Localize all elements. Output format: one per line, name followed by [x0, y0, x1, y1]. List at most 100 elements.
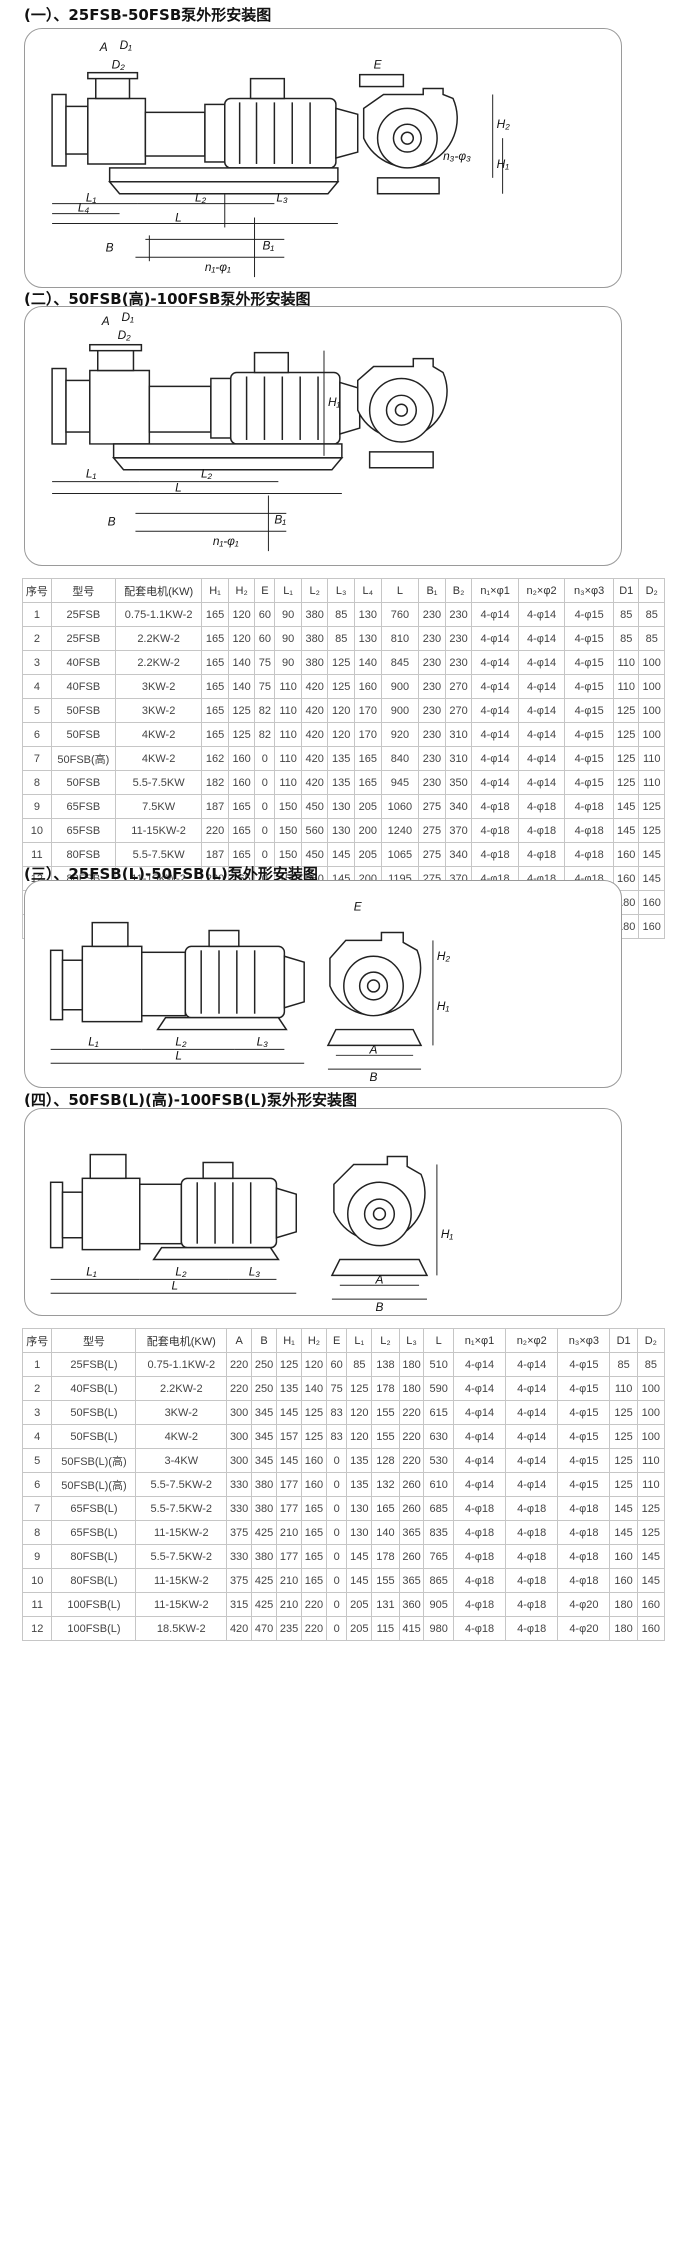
column-header: A — [226, 1328, 253, 1353]
table-cell: 177 — [276, 1496, 302, 1521]
table-cell: 145 — [612, 794, 640, 819]
table-cell: 177 — [276, 1472, 302, 1497]
table-cell: 330 — [226, 1472, 253, 1497]
table-cell: 125 — [301, 1424, 327, 1449]
table-cell: 110 — [636, 1472, 666, 1497]
section-title-4: (四）、50FSB(L)(高)-100FSB(L)泵外形安装图 — [24, 1091, 357, 1109]
table-cell: 205 — [346, 1592, 373, 1617]
table-cell: 85 — [612, 626, 640, 651]
table-cell: 145 — [346, 1544, 373, 1569]
table-cell: 350 — [444, 770, 473, 795]
table-cell: 130 — [354, 602, 382, 627]
table-cell: 4-φ18 — [471, 794, 519, 819]
table-cell: 415 — [398, 1616, 425, 1641]
table-cell: 4-φ14 — [505, 1400, 559, 1425]
table-cell: 1 — [22, 602, 52, 627]
table-cell: 60 — [254, 626, 276, 651]
column-header: B₂ — [444, 578, 473, 603]
table-cell: 420 — [300, 722, 329, 747]
table-cell: 380 — [251, 1496, 278, 1521]
table-cell: 230 — [418, 626, 446, 651]
table-cell: 4-φ20 — [557, 1592, 611, 1617]
table-cell: 1065 — [380, 842, 420, 867]
table-cell: 180 — [398, 1352, 425, 1377]
table-cell: 150 — [274, 794, 302, 819]
table-cell: 4-φ18 — [505, 1520, 559, 1545]
table-cell: 330 — [226, 1496, 253, 1521]
table-cell: 110 — [612, 650, 640, 675]
table-cell: 275 — [418, 794, 446, 819]
table-cell: 5 — [22, 698, 52, 723]
table-cell: 125 — [227, 722, 256, 747]
table-cell: 425 — [251, 1568, 278, 1593]
table-cell: 100 — [638, 674, 665, 699]
table-cell: 100 — [638, 722, 665, 747]
table-cell: 4-φ18 — [452, 1520, 507, 1545]
table-cell: 125 — [346, 1376, 373, 1401]
table-cell: 4-φ14 — [517, 770, 566, 795]
table-cell: 835 — [423, 1520, 454, 1545]
table-cell: 165 — [201, 650, 229, 675]
table-cell: 420 — [300, 746, 329, 771]
pump-drawing-3: L₁ L₂ L₃ L A B E H₁ H₂ — [49, 900, 450, 1084]
table-cell: 160 — [227, 746, 256, 771]
label-l4: L₄ — [78, 201, 90, 215]
table-cell: 4-φ15 — [564, 722, 614, 747]
table-cell: 0 — [325, 1592, 348, 1617]
label-l3-3: L₃ — [257, 1034, 269, 1048]
label-h1-4: H₁ — [441, 1227, 454, 1241]
column-header: 型号 — [50, 578, 116, 603]
table-cell: 470 — [251, 1616, 278, 1641]
table-cell: 160 — [609, 1544, 638, 1569]
table-cell: 230 — [418, 722, 446, 747]
table-cell: 7.5KW — [114, 794, 203, 819]
table-cell: 4-φ15 — [564, 698, 614, 723]
table-cell: 145 — [636, 1544, 666, 1569]
table-cell: 420 — [226, 1616, 253, 1641]
table-cell: 4-φ14 — [452, 1376, 507, 1401]
table-cell: 50FSB(L)(高) — [51, 1448, 137, 1473]
table-cell: 4-φ15 — [564, 650, 614, 675]
table-cell: 155 — [371, 1568, 400, 1593]
column-header: 配套电机(KW) — [135, 1328, 228, 1353]
table-cell: 4-φ15 — [564, 770, 614, 795]
table-cell: 4-φ18 — [564, 794, 614, 819]
table-cell: 5.5-7.5KW-2 — [135, 1544, 228, 1569]
label-h1: H₁ — [497, 157, 510, 171]
label-d2-2: D₂ — [118, 328, 132, 342]
table-cell: 4-φ18 — [517, 818, 566, 843]
column-header: D₂ — [636, 1328, 666, 1353]
table-cell: 450 — [300, 794, 329, 819]
label-l2-2: L₂ — [201, 467, 213, 481]
table-cell: 425 — [251, 1520, 278, 1545]
table-cell: 380 — [300, 650, 329, 675]
table-cell: 270 — [444, 674, 473, 699]
column-header: n₃×φ3 — [557, 1328, 611, 1353]
table-cell: 4-φ14 — [471, 674, 519, 699]
table-cell: 4-φ14 — [517, 626, 566, 651]
label-a-4: A — [374, 1272, 383, 1286]
label-l2-4: L₂ — [175, 1264, 187, 1278]
table-cell: 0 — [254, 794, 276, 819]
table-cell: 160 — [301, 1448, 327, 1473]
drawing-panel-2: A D₁ D₂ L₁ L₂ L B B₁ n₁-φ₁ H₁ — [24, 306, 622, 566]
table-cell: 250 — [251, 1376, 278, 1401]
table-cell: 5.5-7.5KW-2 — [135, 1472, 228, 1497]
table-cell: 4-φ20 — [557, 1616, 611, 1641]
table-cell: 125 — [301, 1400, 327, 1425]
table-cell: 125 — [612, 698, 640, 723]
table-cell: 85 — [612, 602, 640, 627]
table-cell: 425 — [251, 1592, 278, 1617]
table-cell: 165 — [201, 674, 229, 699]
table-cell: 165 — [201, 722, 229, 747]
table-cell: 12 — [21, 1616, 53, 1641]
label-h1-2: H₁ — [328, 395, 341, 409]
table-cell: 4-φ14 — [471, 746, 519, 771]
label-b: B — [106, 240, 114, 254]
